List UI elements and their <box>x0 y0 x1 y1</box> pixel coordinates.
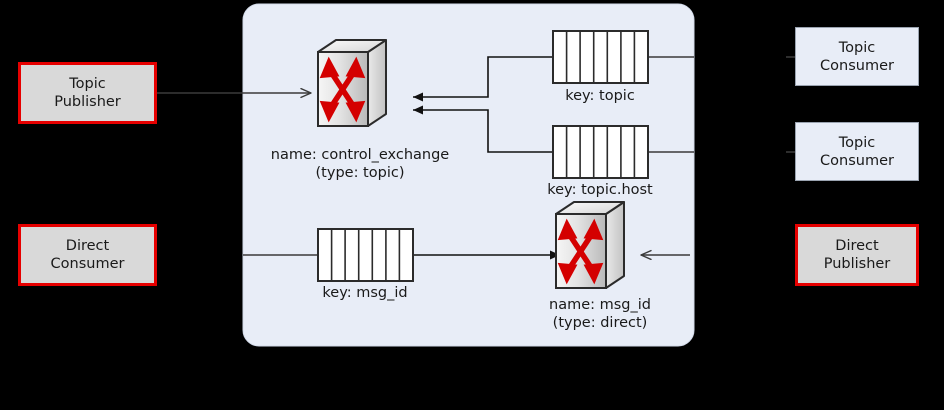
direct-consumer-node[interactable]: Direct Consumer <box>18 224 157 286</box>
topic-consumer-1-node[interactable]: Topic Consumer <box>795 27 919 86</box>
topic-publisher-node[interactable]: Topic Publisher <box>18 62 157 124</box>
topic-consumer-2-node[interactable]: Topic Consumer <box>795 122 919 181</box>
queue-topic-host <box>552 125 649 179</box>
topic-consumer-2-label-line2: Consumer <box>820 152 894 169</box>
queue-msg-id <box>317 228 414 282</box>
edge-queue-topic-host-to-exchange <box>413 105 553 153</box>
queue-topic-label: key: topic <box>565 88 635 104</box>
topic-consumer-1-label-line1: Topic <box>838 39 876 56</box>
msg-id-exchange-type-label: (type: direct) <box>552 315 648 331</box>
direct-publisher-node[interactable]: Direct Publisher <box>795 224 919 286</box>
control-exchange-name-label: name: control_exchange <box>270 147 450 163</box>
edge-queue-topic-to-exchange <box>413 56 553 102</box>
direct-publisher-label-line2: Publisher <box>823 256 891 272</box>
control-exchange-type-label: (type: topic) <box>315 165 405 181</box>
exchange-switch-icon <box>317 39 387 127</box>
topic-publisher-label-line2: Publisher <box>54 94 121 110</box>
msg-id-exchange-name-label: name: msg_id <box>549 297 651 313</box>
queue-msg-id-label: key: msg_id <box>322 285 408 301</box>
connector-group <box>157 56 800 255</box>
direct-consumer-label-line1: Direct <box>65 238 110 254</box>
topic-consumer-1-label-line2: Consumer <box>820 57 894 74</box>
direct-consumer-label-line2: Consumer <box>50 256 125 272</box>
topic-consumer-2-label-line1: Topic <box>838 134 876 151</box>
exchange-switch-icon <box>555 201 625 289</box>
topic-publisher-label-line1: Topic <box>69 76 106 92</box>
queue-topic-host-label: key: topic.host <box>547 182 653 198</box>
direct-publisher-label-line1: Direct <box>835 238 879 254</box>
queue-topic <box>552 30 649 84</box>
